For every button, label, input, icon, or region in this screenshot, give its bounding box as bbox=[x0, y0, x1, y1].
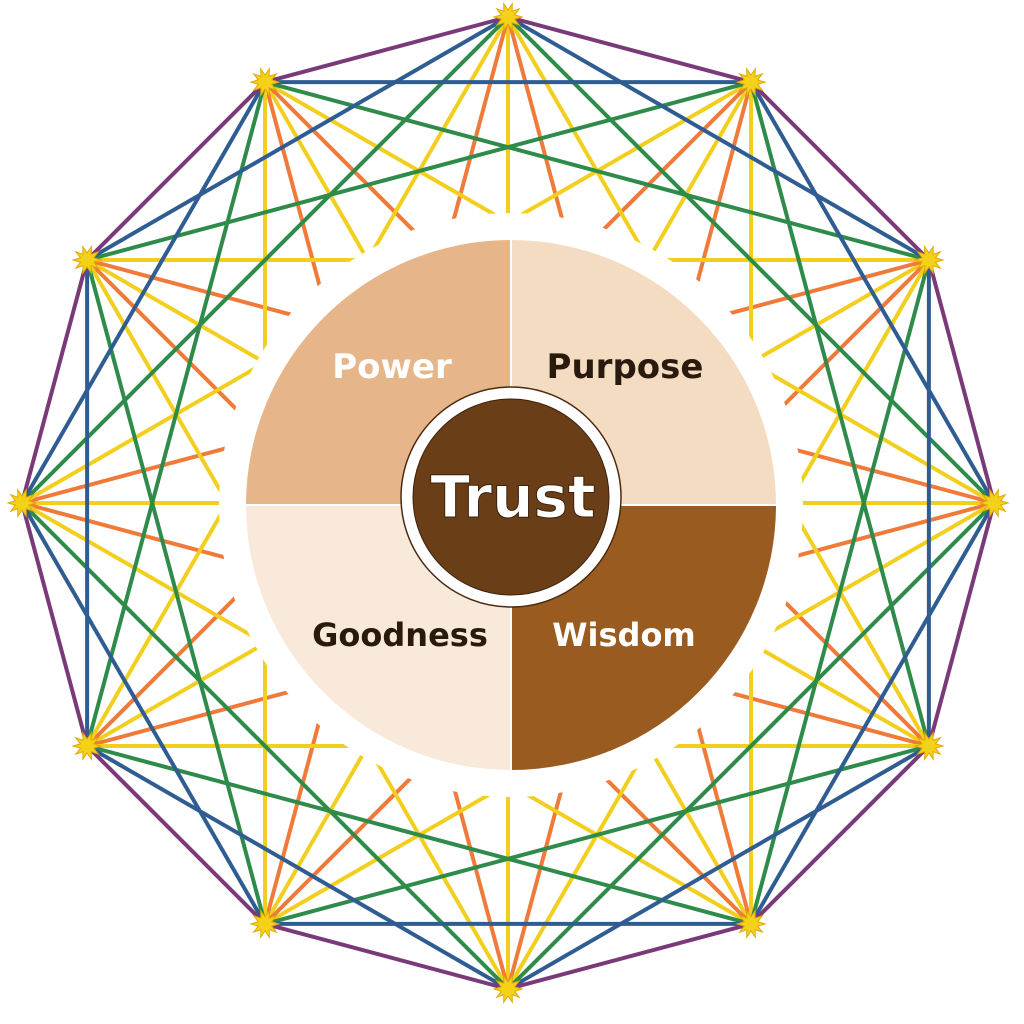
star-node-icon bbox=[6, 488, 38, 518]
chord-skip-2 bbox=[20, 81, 267, 505]
chord-skip-2 bbox=[86, 744, 510, 991]
chord-skip-1 bbox=[926, 502, 996, 747]
chord-skip-1 bbox=[507, 921, 752, 991]
chord-skip-2 bbox=[749, 81, 996, 505]
chord-skip-1 bbox=[85, 80, 267, 262]
chord-skip-3 bbox=[264, 80, 930, 262]
chord-skip-1 bbox=[264, 15, 509, 85]
star-node-icon bbox=[492, 2, 524, 32]
label-goodness: Goodness bbox=[312, 616, 488, 654]
chord-skip-3 bbox=[85, 259, 267, 925]
chord-skip-3 bbox=[749, 259, 931, 925]
chord-skip-3 bbox=[86, 744, 752, 926]
chord-skip-3 bbox=[506, 15, 996, 505]
chord-skip-1 bbox=[749, 744, 931, 926]
center-label-trust: Trust bbox=[430, 463, 595, 531]
chord-skip-3 bbox=[749, 81, 931, 747]
label-power: Power bbox=[332, 347, 452, 387]
network-nodes bbox=[6, 2, 1010, 1004]
chord-skip-3 bbox=[506, 501, 996, 991]
chord-skip-1 bbox=[20, 259, 90, 504]
star-node-icon bbox=[978, 488, 1010, 518]
chord-skip-2 bbox=[749, 502, 996, 925]
chord-skip-2 bbox=[507, 744, 930, 991]
label-purpose: Purpose bbox=[547, 347, 704, 387]
center-circle bbox=[412, 398, 610, 596]
star-node-icon bbox=[913, 245, 945, 275]
chord-skip-1 bbox=[85, 744, 267, 926]
chord-skip-2 bbox=[507, 15, 930, 262]
chord-skip-3 bbox=[20, 15, 510, 505]
star-node-icon bbox=[492, 974, 524, 1004]
chord-skip-3 bbox=[20, 501, 510, 991]
star-node-icon bbox=[249, 67, 281, 98]
chord-skip-3 bbox=[85, 81, 267, 747]
chord-skip-1 bbox=[20, 502, 90, 747]
star-node-icon bbox=[913, 731, 945, 761]
chord-skip-2 bbox=[86, 15, 510, 262]
chord-skip-3 bbox=[264, 744, 930, 926]
label-wisdom: Wisdom bbox=[552, 616, 696, 654]
chord-skip-1 bbox=[749, 80, 931, 262]
star-node-icon bbox=[71, 731, 103, 761]
chord-skip-2 bbox=[20, 502, 267, 925]
star-node-icon bbox=[735, 908, 767, 939]
star-node-icon bbox=[735, 67, 767, 98]
chord-skip-1 bbox=[926, 259, 996, 504]
chord-skip-1 bbox=[264, 921, 509, 991]
chord-skip-1 bbox=[507, 15, 752, 85]
star-node-icon bbox=[249, 908, 281, 939]
star-node-icon bbox=[71, 245, 103, 275]
chord-skip-3 bbox=[86, 80, 752, 262]
